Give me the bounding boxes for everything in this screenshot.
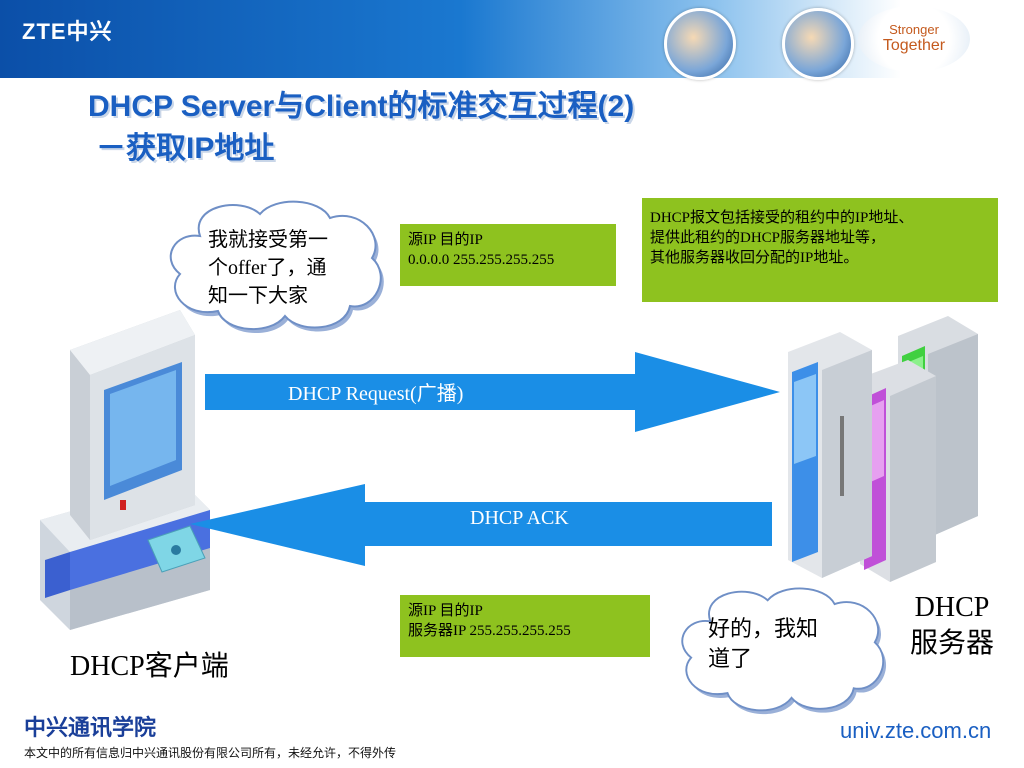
footer-org: 中兴通讯学院 — [24, 716, 157, 741]
server-note-line2: 提供此租约的DHCP服务器地址等， — [650, 230, 886, 246]
tagline-line1: Stronger — [889, 22, 939, 37]
dhcp-servers-icon — [788, 316, 978, 582]
request-arrow-label: DHCP Request(广播) — [288, 383, 464, 405]
footer-url: univ.zte.com.cn — [840, 718, 992, 743]
tagline-badge: Stronger Together — [858, 6, 970, 72]
server-note-line1: DHCP报文包括接受的租约中的IP地址、 — [650, 210, 914, 226]
title-line1: DHCP Server与Client的标准交互过程(2) — [88, 90, 635, 123]
page-title: DHCP Server与Client的标准交互过程(2) －获取IP地址 — [88, 86, 634, 170]
client-bubble-line3: 知一下大家 — [208, 285, 308, 307]
photo-circle-1 — [664, 8, 736, 80]
server-note-box: DHCP报文包括接受的租约中的IP地址、 提供此租约的DHCP服务器地址等， 其… — [642, 198, 998, 302]
ack-arrow-label: DHCP ACK — [470, 507, 569, 529]
zte-logo: ZTE中兴 — [22, 19, 113, 44]
title-line2: －获取IP地址 — [96, 132, 275, 165]
server-note-line3: 其他服务器收回分配的IP地址。 — [650, 250, 859, 266]
client-bubble-line1: 我就接受第一 — [208, 229, 328, 251]
header-banner: ZTE中兴 Stronger Together — [0, 0, 1024, 80]
ack-arrow-icon — [190, 484, 772, 566]
ack-packet-box: 源IP 目的IP 服务器IP 255.255.255.255 — [400, 595, 650, 657]
server-label: DHCP 服务器 — [910, 590, 994, 662]
client-computer-icon — [40, 310, 210, 630]
server-thought-bubble-icon — [681, 587, 887, 715]
client-thought-bubble-icon — [169, 200, 384, 334]
footer-note: 本文中的所有信息归中兴通讯股份有限公司所有，未经允许，不得外传 — [24, 746, 397, 760]
client-label: DHCP客户端 — [70, 651, 229, 682]
ack-packet-values: 服务器IP 255.255.255.255 — [408, 623, 571, 639]
server-bubble-text: 好的，我知 道了 — [708, 614, 818, 674]
client-bubble-line2: 个offer了，通 — [208, 257, 327, 279]
request-packet-box: 源IP 目的IP 0.0.0.0 255.255.255.255 — [400, 224, 616, 286]
photo-circle-2 — [782, 8, 854, 80]
tagline-line2: Together — [882, 37, 946, 54]
request-packet-header: 源IP 目的IP — [408, 232, 483, 248]
request-arrow-icon — [205, 352, 780, 432]
server-label-line2: 服务器 — [910, 628, 995, 659]
server-bubble-line2: 道了 — [708, 646, 753, 671]
ack-packet-header: 源IP 目的IP — [408, 603, 483, 619]
request-packet-values: 0.0.0.0 255.255.255.255 — [408, 252, 555, 268]
server-label-line1: DHCP — [914, 592, 990, 623]
client-bubble-text: 我就接受第一 个offer了，通 知一下大家 — [208, 226, 328, 310]
server-bubble-line1: 好的，我知 — [708, 616, 819, 641]
